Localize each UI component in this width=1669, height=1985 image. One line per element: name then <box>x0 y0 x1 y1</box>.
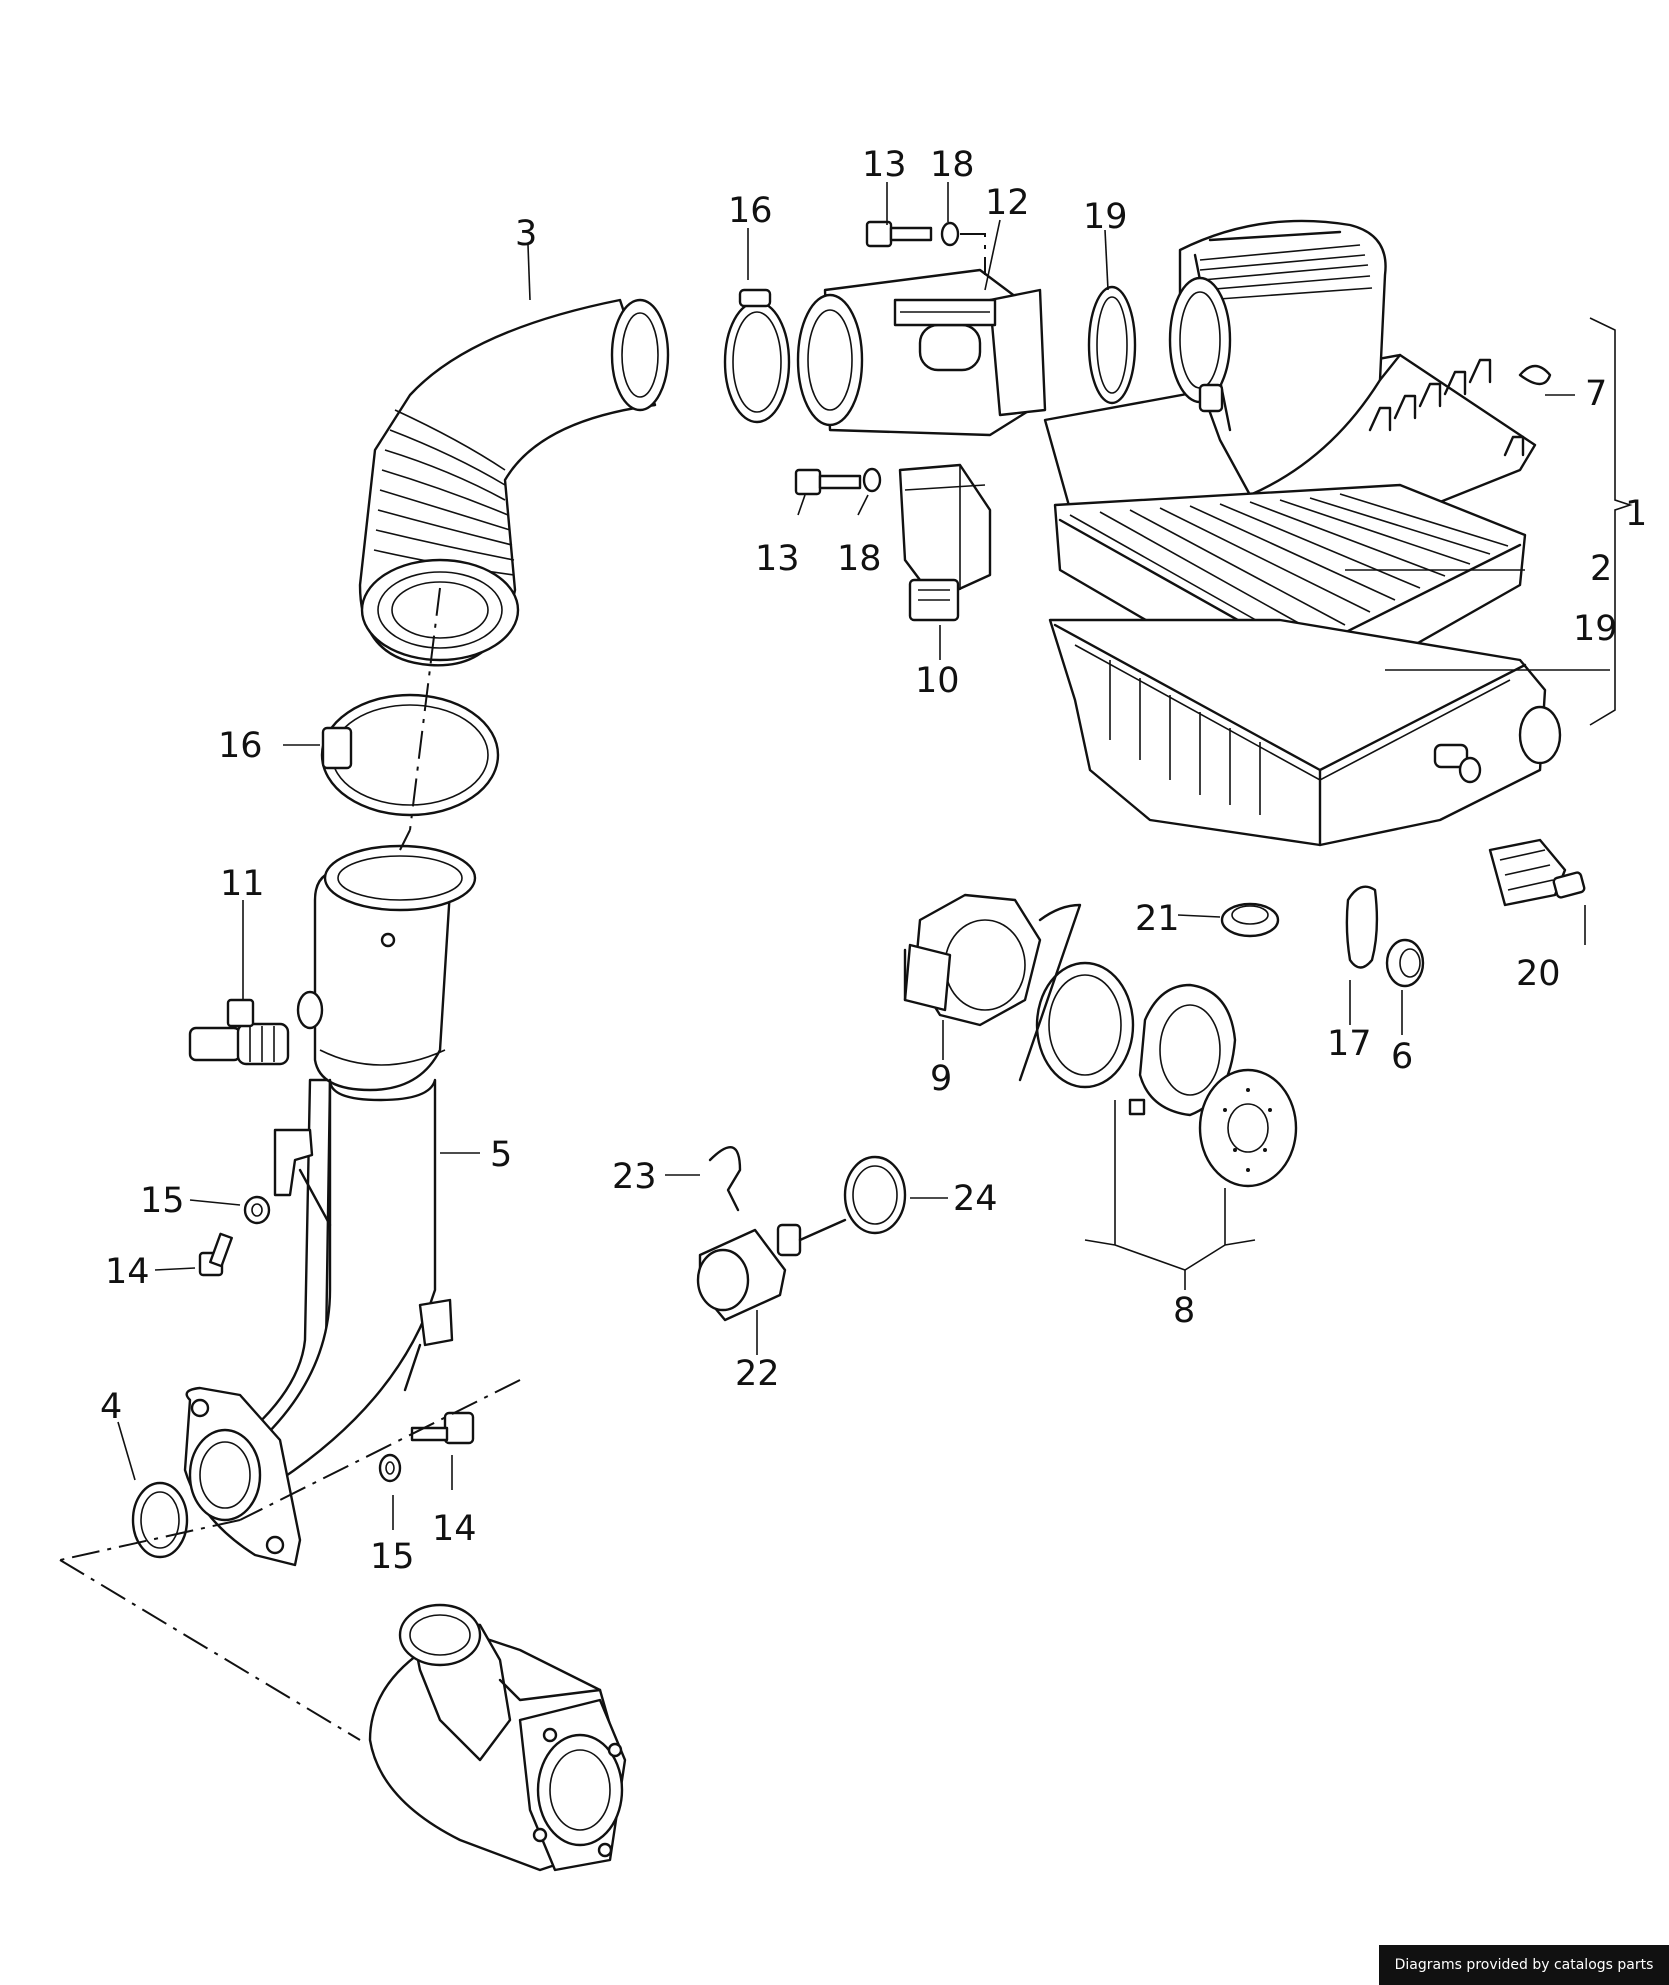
callout-21: 21 <box>1135 899 1180 939</box>
callout-6: 6 <box>1391 1037 1413 1077</box>
charge-air-pipe <box>238 844 477 1482</box>
hose-clamp-top <box>723 288 791 424</box>
callout-14b: 14 <box>432 1509 477 1549</box>
mesh-screen <box>1198 1068 1298 1188</box>
retaining-clip <box>708 1145 742 1212</box>
pipe-flange <box>183 1386 302 1567</box>
hose-clamp-lower <box>320 693 500 817</box>
callout-20: 20 <box>1516 954 1561 994</box>
bracket-left <box>198 1128 332 1277</box>
seal-17 <box>1345 885 1379 969</box>
callout-16b: 16 <box>218 726 263 766</box>
callout-15a: 15 <box>140 1181 185 1221</box>
bolt-lower-right <box>378 1411 475 1483</box>
o-ring-top <box>1087 285 1137 405</box>
callout-19b: 19 <box>1573 609 1618 649</box>
valve-6 <box>1385 938 1425 988</box>
callout-3: 3 <box>515 214 537 254</box>
callout-5: 5 <box>490 1135 512 1175</box>
callout-17: 17 <box>1327 1024 1372 1064</box>
callout-10: 10 <box>915 661 960 701</box>
callout-18a: 18 <box>930 145 975 185</box>
callout-16a: 16 <box>728 191 773 231</box>
bolt-lower <box>794 467 882 496</box>
callout-18b: 18 <box>837 539 882 579</box>
bracket-right <box>403 1298 454 1392</box>
bolt-top <box>865 220 960 248</box>
callout-labels: 1 2 3 4 5 6 7 8 9 10 11 12 13 13 14 14 1… <box>100 145 1647 1577</box>
gasket-ring-8 <box>1035 961 1135 1089</box>
filter-insert-20 <box>1488 838 1586 907</box>
callout-7: 7 <box>1585 374 1607 414</box>
air-filter-housing <box>1043 219 1562 847</box>
callout-19a: 19 <box>1083 197 1128 237</box>
o-ring-sensor <box>843 1155 907 1235</box>
callout-12: 12 <box>985 183 1030 223</box>
callout-24: 24 <box>953 1179 998 1219</box>
grommet-21 <box>1220 902 1280 938</box>
callout-13b: 13 <box>755 539 800 579</box>
intake-hose-bellows <box>358 298 670 667</box>
callout-4: 4 <box>100 1387 122 1427</box>
callout-23: 23 <box>612 1157 657 1197</box>
air-mass-meter <box>796 268 1047 437</box>
assembly-centerlines <box>59 587 521 1741</box>
callout-11: 11 <box>220 864 265 904</box>
callout-13a: 13 <box>862 145 907 185</box>
callout-2: 2 <box>1590 549 1612 589</box>
callout-22: 22 <box>735 1354 780 1394</box>
temperature-sensor <box>696 1218 847 1322</box>
callout-15b: 15 <box>370 1537 415 1577</box>
leader-lines <box>117 182 1633 1530</box>
sensor-module <box>898 463 992 622</box>
callout-9: 9 <box>930 1059 952 1099</box>
credit-banner: Diagrams provided by catalogs parts <box>1379 1945 1669 1985</box>
resonator-cap <box>1128 983 1237 1117</box>
callout-14a: 14 <box>105 1252 150 1292</box>
turbocharger <box>368 1603 627 1872</box>
callout-1: 1 <box>1625 494 1647 534</box>
pressure-sensor <box>188 998 290 1066</box>
callout-8: 8 <box>1173 1291 1195 1331</box>
resonator-flap <box>903 893 1042 1027</box>
